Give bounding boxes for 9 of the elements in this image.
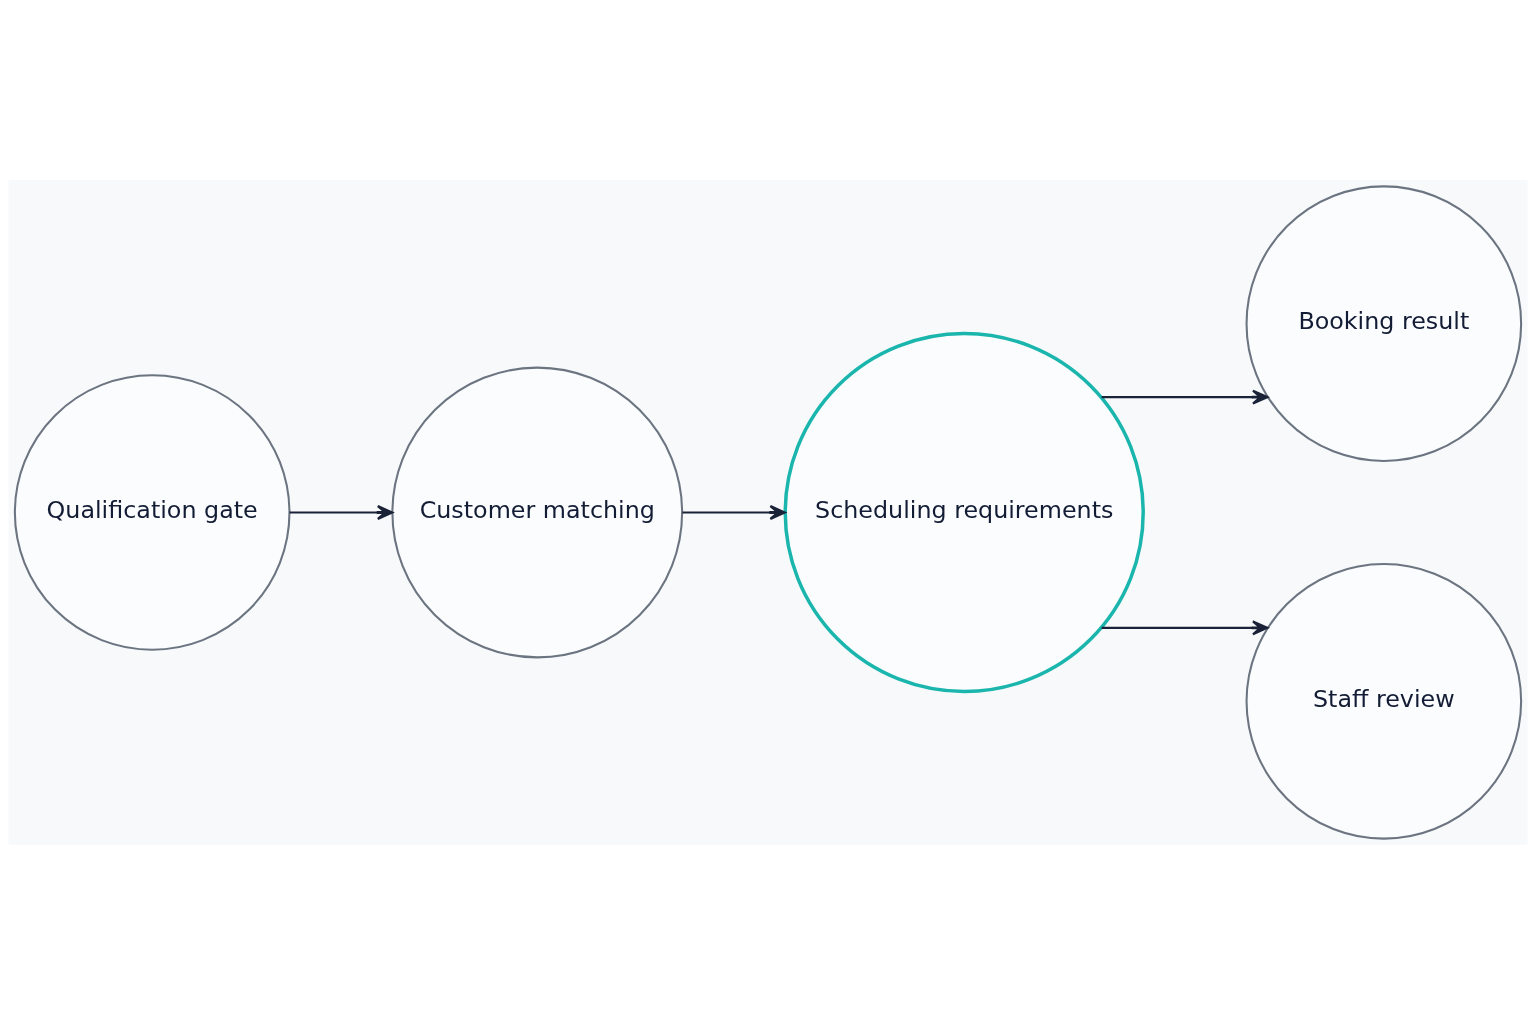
node-circle: Booking result xyxy=(1245,184,1523,462)
node-circle: Scheduling requirements xyxy=(783,331,1145,693)
node-circle: Customer matching xyxy=(391,366,684,658)
node-circle: Staff review xyxy=(1245,562,1523,840)
arrow xyxy=(289,504,394,520)
arrow xyxy=(1101,389,1269,405)
node-circle: Qualification gate xyxy=(13,373,291,651)
arrow xyxy=(1101,619,1269,635)
arrow xyxy=(682,504,786,520)
